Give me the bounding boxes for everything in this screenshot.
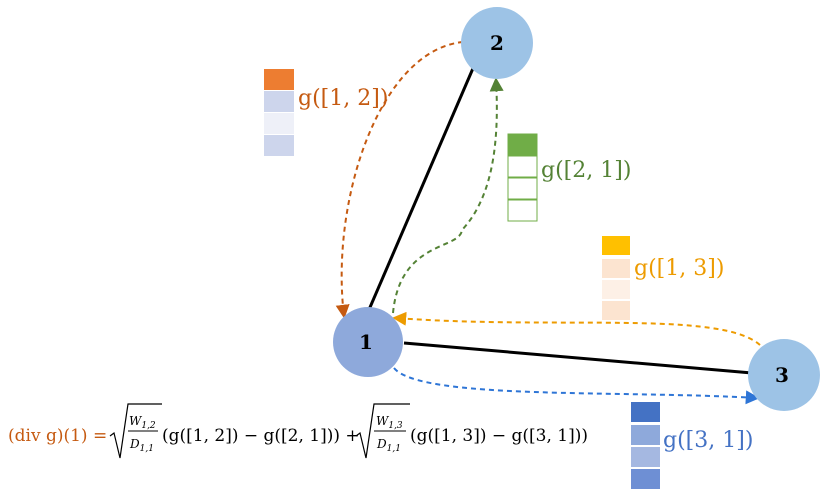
node-1: 1 (333, 307, 403, 377)
node-2: 2 (461, 7, 533, 79)
g21-cell-2 (507, 177, 538, 200)
formula-term-1: (g([1, 2]) − g([2, 1])) + (162, 426, 360, 446)
g21-label: g([2, 1]) (541, 158, 631, 183)
g13-cell-1 (602, 259, 630, 278)
formula-term-2: (g([1, 3]) − g([3, 1])) (410, 426, 588, 446)
g12-cell-0 (264, 69, 294, 90)
formula-lhs: (div g)(1) = (8, 426, 107, 446)
node-2-label: 2 (490, 31, 504, 55)
arrow-g13 (392, 311, 761, 346)
arrow-g12 (335, 41, 464, 319)
divergence-formula: (div g)(1) = W1,2 D1,1 (g([1, 2]) − g([2… (8, 403, 588, 459)
g31-label: g([3, 1]) (663, 428, 753, 453)
g13-cell-3 (602, 301, 630, 320)
sqrt-sign-1 (109, 403, 162, 459)
signal-g12: g([1, 2]) (264, 69, 388, 156)
arrow-g31 (393, 367, 760, 405)
g31-cell-0 (631, 402, 660, 422)
g13-label: g([1, 3]) (634, 256, 724, 281)
signal-g21: g([2, 1]) (507, 133, 631, 222)
frac2-den: D1,1 (376, 437, 401, 454)
g31-cell-1 (631, 425, 660, 445)
node-3: 3 (748, 339, 820, 411)
edge-1-3 (403, 341, 753, 375)
g21-cell-3 (507, 199, 538, 222)
g13-cell-2 (602, 280, 630, 299)
g13-cell-0 (602, 236, 630, 255)
frac1-den: D1,1 (129, 437, 154, 454)
g31-cell-2 (631, 447, 660, 467)
sqrt-sign-2 (355, 403, 410, 459)
frac2-num: W1,3 (376, 414, 403, 431)
frac1-num: W1,2 (129, 414, 156, 431)
g21-cell-0 (507, 133, 538, 156)
g12-cell-2 (264, 113, 294, 134)
edge-1-2 (366, 65, 476, 313)
signal-g31: g([3, 1]) (631, 402, 753, 489)
g12-cell-1 (264, 91, 294, 112)
node-3-label: 3 (775, 363, 789, 387)
g31-cell-3 (631, 469, 660, 489)
g12-label: g([1, 2]) (298, 86, 388, 111)
g12-cell-3 (264, 135, 294, 156)
signal-g13: g([1, 3]) (602, 236, 724, 320)
node-1-label: 1 (359, 330, 373, 354)
arrow-g21 (392, 77, 504, 314)
g21-cell-1 (507, 155, 538, 178)
